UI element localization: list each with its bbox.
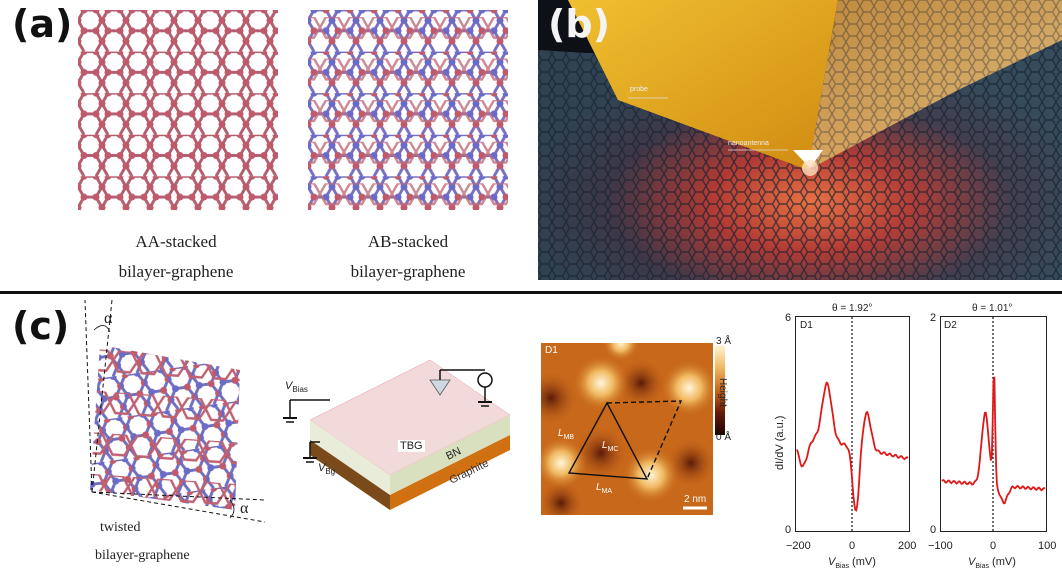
tbg-label: TBG [398, 440, 425, 452]
probe-label: probe [630, 86, 648, 93]
d1-xlabel: VBias (mV) [828, 556, 876, 571]
alpha-bottom-label: α [240, 500, 249, 517]
colorbar-min: 0 Å [716, 432, 732, 443]
d2-xmax: 100 [1038, 540, 1057, 552]
d2-xmin: −100 [928, 540, 953, 552]
antenna-label: nanoantenna [728, 140, 769, 147]
d1-tag: D1 [800, 320, 813, 331]
vbg-label: VBg [318, 462, 336, 477]
d2-xmid: 0 [990, 540, 997, 552]
d1-ymin: 0 [785, 524, 792, 536]
d1-ylabel: dI/dV (a.u.) [774, 415, 786, 470]
d1-theta: θ = 1.92° [832, 303, 873, 314]
colorbar-title: Height [717, 378, 728, 407]
aa-caption-line1: AA-stacked [135, 232, 217, 251]
probe-render-image: probe nanoantenna [538, 0, 1062, 280]
panel-b-label: (b) [548, 2, 610, 46]
vbias-sub: Bias [292, 385, 308, 395]
lmc-label: LMC [602, 440, 619, 453]
vbg-sub: Bg [325, 467, 336, 477]
ab-caption-line2: bilayer-graphene [350, 262, 466, 281]
probe-render-svg [538, 0, 1062, 280]
panel-c-label: (c) [12, 304, 70, 348]
panel-a-label: (a) [12, 2, 73, 46]
aa-lattice [78, 10, 278, 210]
scalebar-label: 2 nm [684, 494, 707, 505]
twisted-caption-line2: bilayer-graphene [95, 548, 190, 563]
d1-ymax: 6 [785, 312, 792, 324]
d2-tag: D2 [944, 320, 957, 331]
d2-ymin: 0 [930, 524, 937, 536]
panel-divider [0, 291, 1062, 294]
ab-caption-line1: AB-stacked [367, 232, 449, 251]
alpha-top-label: α [104, 310, 113, 327]
device-schematic [283, 360, 511, 510]
spectrum-d2 [940, 316, 1047, 532]
stm-tag: D1 [545, 345, 558, 356]
twisted-lattice [84, 300, 266, 523]
height-colorbar [715, 345, 725, 435]
d2-ymax: 2 [930, 312, 937, 324]
lmb-label: LMB [558, 428, 575, 441]
d1-xmax: 200 [898, 540, 917, 552]
aa-caption-line2: bilayer-graphene [118, 262, 234, 281]
d1-xmid: 0 [849, 540, 856, 552]
twisted-caption-line1: twisted [100, 520, 141, 535]
stm-map [541, 343, 713, 515]
d1-xmin: −200 [786, 540, 811, 552]
ab-lattice [308, 10, 508, 210]
spectrum-d1 [795, 316, 910, 532]
d2-xlabel: VBias (mV) [968, 556, 1016, 571]
lma-label: LMA [596, 482, 613, 495]
d2-theta: θ = 1.01° [972, 303, 1013, 314]
vbias-label: VBias [285, 380, 308, 395]
colorbar-max: 3 Å [716, 336, 732, 347]
